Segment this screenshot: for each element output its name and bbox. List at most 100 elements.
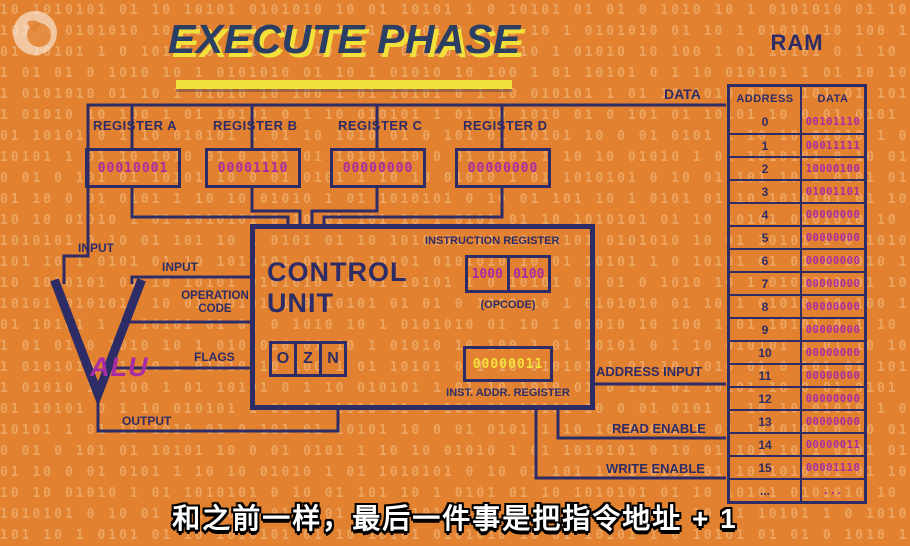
operation-code-label: OPERATION CODE	[181, 290, 249, 315]
alu-input2-label: INPUT	[162, 260, 198, 274]
register-d-value: 00000000	[467, 160, 539, 176]
ram-row: ......	[730, 478, 864, 501]
binary-texture-line: 1010101 0 10 01 101 10 1 0101 01 10 1010…	[0, 507, 910, 522]
pbs-logo-icon	[13, 11, 57, 55]
ram-address-cell: 13	[730, 411, 802, 432]
ram-data-cell: 00001110	[805, 461, 861, 474]
ram-data-cell: 00101110	[805, 115, 861, 128]
register-c-box: 00000000	[330, 148, 426, 188]
ram-address-cell: 14	[730, 434, 802, 455]
subtitle-caption: 和之前一样，最后一件事是把指令地址 + 1	[172, 503, 738, 534]
register-b-label: REGISTER B	[213, 118, 298, 133]
ram-address-cell: 10	[730, 342, 802, 363]
register-b-box: 00001110	[205, 148, 301, 188]
ram-address-cell: 1	[730, 135, 802, 156]
ram-data-cell: 00000000	[805, 300, 861, 313]
ram-title: RAM	[770, 30, 824, 55]
flags-wire-label: FLAGS	[194, 350, 235, 364]
binary-texture-line: 10101 0101010 10 01 10101 1 0 10101 01 0…	[0, 297, 910, 312]
ram-data-cell: 00000000	[805, 254, 861, 267]
binary-texture-line: 10 1010101 01 10 10101 0101010 10 01 101…	[0, 3, 910, 18]
binary-texture-line: 1 0101010 01 10 1 01010 10 100 1 01 1010…	[0, 360, 910, 375]
register-to-cu-wires	[130, 188, 504, 224]
control-unit-title-line2: UNIT	[267, 288, 334, 318]
alu-label: ALU	[90, 352, 149, 382]
register-a-value: 00010001	[97, 160, 169, 176]
title-underline	[176, 80, 512, 89]
ram-address-cell: 15	[730, 457, 802, 478]
ram-data-cell: 00000000	[805, 392, 861, 405]
ram-data-cell: 00000000	[805, 277, 861, 290]
binary-texture-line: 1 01 01 0 1010 10 1 0101010 01 10 1 0101…	[0, 66, 910, 81]
instruction-register-label: INSTRUCTION REGISTER	[425, 235, 560, 247]
instruction-address-register: 00000011	[463, 346, 553, 382]
ram-data-cell: 01001101	[805, 185, 861, 198]
alu-input1-label: INPUT	[78, 241, 114, 255]
ram-address-cell: 2	[730, 158, 802, 179]
instruction-register: 1000 0100	[465, 255, 551, 293]
binary-texture-line: 0 01 0 101 01 10101 10 0 01 0101 1 10 10…	[0, 444, 910, 459]
ram-data-cell: 00000000	[805, 231, 861, 244]
register-a-box: 00010001	[85, 148, 181, 188]
ram-address-cell: 8	[730, 296, 802, 317]
ram-data-cell: 00000000	[805, 208, 861, 221]
register-c-value: 00000000	[342, 160, 414, 176]
ram-address-cell: 0	[730, 110, 802, 133]
instruction-register-opcode-cell: 1000	[471, 266, 503, 282]
binary-texture-line: 01 10 0 01 0101 1 10 10 01010 1 01 10101…	[0, 192, 910, 207]
binary-texture-line: 101 10 1 0101 01 10 1010101 01 10 10101 …	[0, 255, 910, 270]
ram-address-cell: 11	[730, 365, 802, 386]
write-enable-label: WRITE ENABLE	[606, 461, 705, 476]
binary-texture-line: 01 10101 1 0 10101 01 01 0 1010 10 1 010…	[0, 45, 910, 60]
ram-address-cell: ...	[730, 480, 802, 501]
alu-shape	[50, 278, 146, 407]
ram-header-data: DATA	[817, 92, 849, 105]
binary-texture-line: 1 01 01 0 1010 10 1 0101010 01 10 1 0101…	[0, 339, 910, 354]
flag-zero: Z	[294, 344, 319, 374]
ram-data-cell: 00000000	[805, 323, 861, 336]
control-unit: CONTROL UNIT INSTRUCTION REGISTER 1000 0…	[250, 224, 595, 410]
ram-header-address: ADDRESS	[730, 87, 802, 110]
ram-address-cell: 6	[730, 250, 802, 271]
binary-texture-line: 1 0101010 01 10 1 01010 10 100 1 01 1010…	[0, 87, 910, 102]
flags-register: O Z N	[269, 341, 347, 377]
ram-header-row: ADDRESS DATA	[730, 87, 864, 110]
ram-data-cell: 00000000	[805, 346, 861, 359]
ram-data-cell: ...	[822, 484, 844, 497]
data-wire-label: DATA	[664, 86, 701, 102]
ram-address-cell: 9	[730, 319, 802, 340]
binary-texture-line: 10101 1 01 10 1010 01 0 101 01 10101 10 …	[0, 423, 910, 438]
ram-data-cell: 00000000	[805, 415, 861, 428]
register-c-label: REGISTER C	[338, 118, 423, 133]
ram-address-cell: 7	[730, 273, 802, 294]
ram-address-cell: 3	[730, 181, 802, 202]
ram-data-cell: 00000000	[805, 369, 861, 382]
binary-texture-line: 10 10 01010 1 01 1010101 0 10 01 101 10 …	[0, 486, 910, 501]
ram-data-cell: 00011111	[805, 139, 861, 152]
binary-texture-line: 10101 0101010 10 01 10101 1 0 10101 01 0…	[0, 24, 910, 39]
instruction-address-register-label: INST. ADDR. REGISTER	[446, 387, 570, 399]
ram-address-cell: 5	[730, 227, 802, 248]
ram-address-cell: 12	[730, 388, 802, 409]
binary-texture-line: 10 1010101 01 10 10101 0101010 10 01 101…	[0, 276, 910, 291]
data-bus-wire	[62, 103, 726, 284]
control-unit-title: CONTROL UNIT	[267, 257, 407, 319]
ram-data-cell: 00000011	[805, 438, 861, 451]
register-d-label: REGISTER D	[463, 118, 548, 133]
cu-to-ram-wires	[534, 382, 726, 480]
binary-texture-line: 1 01010 10 100 1 01 10101 0 1 10 010101 …	[0, 108, 910, 123]
register-b-value: 00001110	[217, 160, 289, 176]
binary-texture-line: 1010101 0 10 01 101 10 1 0101 01 10 1010…	[0, 234, 910, 249]
